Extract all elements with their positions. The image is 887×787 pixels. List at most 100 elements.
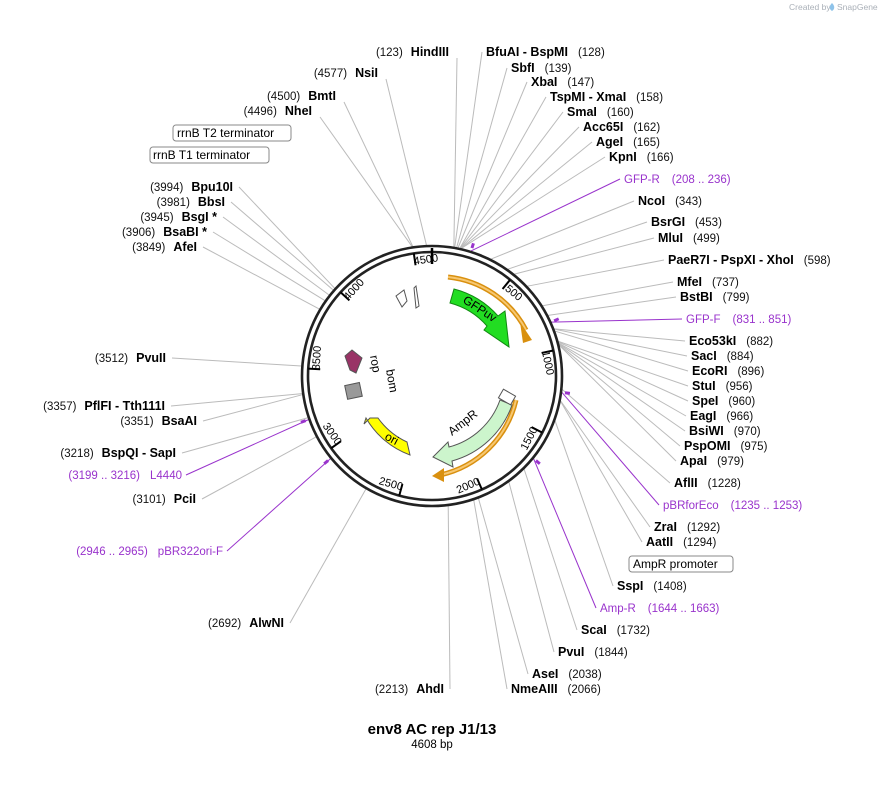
enzyme-name: MluI [658, 231, 683, 245]
enzyme-apai[interactable]: ApaI(979) [680, 454, 744, 468]
leader-line [514, 237, 655, 275]
enzyme-bstbi[interactable]: BstBI(799) [680, 290, 750, 304]
tick-mark [531, 426, 543, 434]
enzyme-pflfi-tth111i[interactable]: PflFI - Tth111I(3357) [43, 399, 165, 413]
enzyme-afei[interactable]: AfeI(3849) [132, 240, 197, 254]
enzyme-acc65i[interactable]: Acc65I(162) [583, 120, 660, 134]
enzyme-name: AfeI [173, 240, 197, 254]
gfpuv-orf-arc-inner [447, 276, 527, 331]
enzyme-position: (4500) [267, 91, 300, 103]
enzyme-mfei[interactable]: MfeI(737) [677, 275, 739, 289]
primer-pbrforeco[interactable]: pBRforEco(1235 .. 1253) [663, 500, 802, 512]
enzyme-eco53ki[interactable]: Eco53kI(882) [689, 334, 773, 348]
enzyme-hindiii[interactable]: HindIII (123) [376, 45, 449, 59]
tick-mark [541, 349, 554, 354]
enzyme-position: (165) [633, 137, 660, 149]
enzyme-name: XbaI [531, 75, 557, 89]
enzyme-nhei[interactable]: NheI(4496) [244, 104, 312, 118]
primer-mark [553, 317, 560, 323]
enzyme-asei[interactable]: AseI(2038) [532, 667, 602, 681]
leader-line [457, 81, 528, 248]
enzyme-name: HindIII [411, 45, 449, 59]
primer-amp-r[interactable]: Amp-R(1644 .. 1663) [600, 603, 720, 615]
leader-line [558, 344, 681, 447]
primer-gfp-r[interactable]: GFP-R(208 .. 236) [624, 174, 731, 186]
enzyme-xbai[interactable]: XbaI(147) [531, 75, 594, 89]
enzyme-sbfi[interactable]: SbfI(139) [511, 61, 572, 75]
enzyme-bmti[interactable]: BmtI(4500) [267, 89, 336, 103]
leader-lines [170, 51, 689, 690]
leader-line [558, 342, 687, 417]
enzyme-position: (123) [376, 47, 403, 59]
ori-feature-arrow [363, 416, 411, 456]
enzyme-name: NheI [285, 104, 312, 118]
enzyme-bsiwi[interactable]: BsiWI(970) [689, 424, 761, 438]
enzyme-bsaai[interactable]: BsaAI(3351) [120, 414, 197, 428]
enzyme-mlui[interactable]: MluI (499) [658, 231, 720, 245]
enzyme-nsii[interactable]: NsiI(4577) [314, 66, 378, 80]
enzyme-saci[interactable]: SacI(884) [691, 349, 754, 363]
leader-line [533, 458, 597, 609]
enzyme-paer7i-pspxi-xhoi[interactable]: PaeR7I - PspXI - XhoI(598) [668, 253, 831, 267]
primer-range: (2946 .. 2965) [76, 546, 148, 558]
tick-mark [398, 483, 404, 496]
enzyme-aflii[interactable]: AflII(1228) [674, 476, 741, 490]
enzyme-smai[interactable]: SmaI(160) [567, 105, 634, 119]
enzyme-name: SbfI [511, 61, 535, 75]
leader-line [456, 67, 508, 248]
enzyme-bsabi[interactable]: BsaBI *(3906) [122, 225, 207, 239]
enzyme-position: (896) [737, 366, 764, 378]
enzyme-nmeaiii[interactable]: NmeAIII(2066) [511, 682, 601, 696]
primer-pbr322ori-f[interactable]: pBR322ori-F(2946 .. 2965) [76, 546, 223, 558]
leader-line [561, 389, 671, 484]
enzyme-pvui[interactable]: PvuI(1844) [558, 645, 628, 659]
enzyme-bbsi[interactable]: BbsI(3981) [157, 195, 225, 209]
gfpuv-orf-arrowhead [520, 322, 532, 343]
bom-feature-box [344, 381, 363, 400]
enzyme-spei[interactable]: SpeI(960) [692, 394, 755, 408]
enzyme-eagi[interactable]: EagI(966) [690, 409, 753, 423]
enzyme-sspi[interactable]: SspI(1408) [617, 579, 687, 593]
enzyme-bfuai-bspmi[interactable]: BfuAI - BspMI(128) [486, 45, 605, 59]
enzyme-stui[interactable]: StuI(956) [692, 379, 753, 393]
enzyme-name: MfeI [677, 275, 702, 289]
primer-l4440[interactable]: L4440(3199 .. 3216) [68, 470, 182, 482]
enzyme-position: (3945) [140, 212, 173, 224]
leader-line [212, 231, 326, 301]
enzyme-ecori[interactable]: EcoRI(896) [692, 364, 764, 378]
enzyme-pspomi[interactable]: PspOMI(975) [684, 439, 768, 453]
leader-line [385, 78, 427, 246]
enzyme-position: (3218) [60, 448, 93, 460]
ori-label: ori [383, 429, 401, 448]
enzyme-ahdi[interactable]: AhdI(2213) [375, 682, 444, 696]
enzyme-ncoi[interactable]: NcoI(343) [638, 194, 702, 208]
enzyme-bpu10i[interactable]: Bpu10I(3994) [150, 180, 233, 194]
enzyme-name: BsaAI [162, 414, 197, 428]
enzyme-alwni[interactable]: AlwNI(2692) [208, 616, 284, 630]
enzyme-name: SspI [617, 579, 643, 593]
leader-line [460, 126, 580, 249]
enzyme-position: (3101) [133, 494, 166, 506]
enzyme-bsrgi[interactable]: BsrGI(453) [651, 215, 722, 229]
enzyme-bsgi[interactable]: BsgI *(3945) [140, 210, 217, 224]
enzyme-pvuii[interactable]: PvuII(3512) [95, 351, 166, 365]
enzyme-position: (343) [675, 196, 702, 208]
enzyme-aatii[interactable]: AatII(1294) [646, 535, 717, 549]
enzyme-pcii[interactable]: PciI(3101) [133, 492, 197, 506]
ampr-promoter-box[interactable]: AmpR promoter [628, 555, 734, 573]
rrnb-t1-terminator-box[interactable]: rrnB T1 terminator [149, 146, 270, 164]
enzyme-bspqi-sapi[interactable]: BspQI - SapI(3218) [60, 446, 176, 460]
enzyme-zrai[interactable]: ZraI(1292) [654, 520, 720, 534]
enzyme-kpni[interactable]: KpnI(166) [609, 150, 674, 164]
enzyme-tspmi-xmai[interactable]: TspMI - XmaI(158) [550, 90, 663, 104]
enzyme-position: (166) [647, 152, 674, 164]
enzyme-name: StuI [692, 379, 716, 393]
primer-gfp-f[interactable]: GFP-F(831 .. 851) [686, 314, 791, 326]
leader-line [477, 498, 529, 675]
rrnb-t2-terminator-box[interactable]: rrnB T2 terminator [172, 124, 292, 142]
enzyme-scai[interactable]: ScaI(1732) [581, 623, 650, 637]
gfpuv-feature-arrow [449, 288, 510, 349]
ampr-promoter-marker [497, 388, 517, 406]
enzyme-agei[interactable]: AgeI(165) [596, 135, 660, 149]
enzyme-position: (499) [693, 233, 720, 245]
